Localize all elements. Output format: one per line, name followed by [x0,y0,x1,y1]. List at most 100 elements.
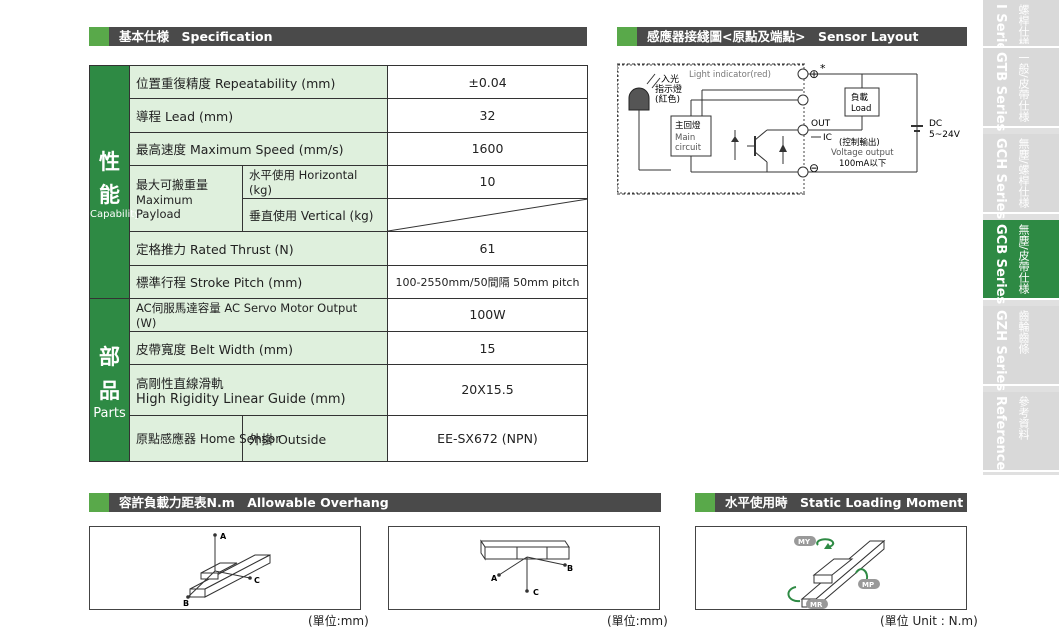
motor-value: 100W [387,297,588,333]
star-mark: * [820,62,826,75]
label-b: B [183,599,189,608]
table-row: 最大可搬重量 Maximum Payload 水平使用 Horizontal (… [90,164,588,233]
parts-side-label: 部 品 Parts [89,297,130,463]
tab-gcb-series[interactable]: GCB Series 無塵/皮帶仕様 [983,220,1059,305]
spec-section-header: 基本仕様 Specification [89,27,587,46]
section-marker [695,493,715,512]
load-en: Load [851,104,871,114]
minus-terminal: ⊖ [809,161,819,175]
guide-value: 20X15.5 [387,364,588,416]
payload-label-en: Maximum Payload [136,193,193,221]
label-c: C [254,576,260,585]
load-cn: 負載 [851,92,869,103]
label-c: C [533,588,539,597]
static-moment-figure: MY MP MR [787,536,886,609]
side-char: 能 [99,183,120,208]
spec-section-title: 基本仕様 Specification [119,29,273,44]
indicator-text: 指示燈 [655,83,682,95]
tab-label: GCB Series [993,224,1008,305]
static-section-header: 水平使用時 Static Loading Moment [695,493,967,512]
tab-label-cn: 參考資料 [1017,396,1030,440]
stroke-value: 100-2550mm/50間隔 50mm pitch [387,264,588,299]
repeatability-label: 位置重復精度 Repeatability (mm) [129,64,388,100]
overhang-diagram-left: A C B [89,526,361,610]
overhang-diagram-mid: B A C [388,526,660,610]
tab-gzh-series[interactable]: GZH Series 齒輪齒條 [983,306,1059,392]
tab-label-cn: 螺桿仕様 [1017,4,1030,44]
sensor-label: 原點感應器 Home Sensor [129,414,280,463]
section-marker [89,493,109,512]
side-en-label: Parts [93,406,126,422]
overhang-section-header: 容許負載力距表N.m Allowable Overhang [89,493,661,512]
dc-label: DC [929,119,942,129]
unit-mid: (單位:mm) [607,614,668,628]
control-output-label: (控制輸出) [839,137,880,148]
guide-label-cn: 高剛性直線滑軌 [136,375,224,391]
red-text: (紅色) [655,93,680,105]
sensor-wiring-diagram: 入光 指示燈 (紅色) Light indicator(red) 主回燈 Mai… [617,62,961,195]
overhang-mid-figure: B A C [480,539,573,597]
unit-right: (單位 Unit : N.m) [880,614,978,628]
tab-i-series[interactable]: I Series 螺桿仕様 [983,0,1059,59]
payload-horizontal-label: 水平使用 Horizontal (kg) [242,164,388,200]
tab-label: GZH Series [993,310,1008,392]
stroke-label: 標準行程 Stroke Pitch (mm) [129,264,388,299]
table-row: 標準行程 Stroke Pitch (mm) 100-2550mm/50間隔 5… [90,264,588,299]
current-label: 100mA以下 [839,159,887,169]
label-a: A [220,532,227,541]
speed-label: 最高速度 Maximum Speed (mm/s) [129,131,388,166]
label-a: A [491,574,498,583]
payload-label-cn: 最大可搬重量 [136,178,209,192]
incoming-light-text: 入光 [661,73,679,85]
table-row: 部 品 Parts AC伺服馬達容量 AC Servo Motor Output… [89,297,588,463]
table-row: 皮帶寬度 Belt Width (mm) 15 [90,330,588,366]
lead-value: 32 [387,98,588,133]
belt-value: 15 [387,330,588,366]
overhang-section-title: 容許負載力距表N.m Allowable Overhang [119,495,389,510]
main-circuit-en2: circuit [675,143,702,153]
main-circuit-cn: 主回燈 [675,120,701,131]
sensor-section-title: 感應器接綫圖<原點及端點> Sensor Layout [647,29,919,44]
side-char: 部 [99,345,120,370]
diagonal-slash [388,199,588,232]
guide-label: 高剛性直線滑軌 High Rigidity Linear Guide (mm) [129,364,388,416]
section-marker [89,27,109,46]
payload-horizontal-value: 10 [387,164,588,200]
table-row: 高剛性直線滑軌 High Rigidity Linear Guide (mm) … [90,364,588,416]
tab-gtb-series[interactable]: GTB Series 一般/皮帶仕様 [983,48,1059,131]
tab-gch-series[interactable]: GCH Series 無塵/螺桿仕様 [983,134,1059,220]
dc-range-label: 5~24V [929,130,961,140]
payload-label: 最大可搬重量 Maximum Payload [129,164,243,233]
tab-label: GCH Series [993,138,1008,220]
thrust-value: 61 [387,231,588,266]
payload-vertical-label: 垂直使用 Vertical (kg) [242,197,388,233]
table-row: 性 能 Capability 位置重復精度 Repeatability (mm)… [89,64,588,299]
side-char: 性 [99,150,120,175]
main-circuit-en1: Main [675,133,695,143]
spec-table: 性 能 Capability 位置重復精度 Repeatability (mm)… [89,64,588,463]
tab-label: Reference [993,396,1008,471]
tab-label-cn: 無塵/螺桿仕様 [1017,138,1030,208]
section-marker [617,27,637,46]
table-row: 最高速度 Maximum Speed (mm/s) 1600 [90,131,588,166]
tab-label-cn: 齒輪齒條 [1017,310,1030,354]
side-en-label: Capability [90,209,141,221]
tab-reference[interactable]: Reference 參考資料 [983,392,1059,472]
voltage-output-label: Voltage output [831,148,894,158]
ic-label: IC [823,133,832,143]
sensor-section-header: 感應器接綫圖<原點及端點> Sensor Layout [617,27,967,46]
belt-label: 皮帶寬度 Belt Width (mm) [129,330,388,366]
unit-left: (單位:mm) [308,614,369,628]
guide-label-en: High Rigidity Linear Guide (mm) [136,391,346,407]
static-section-title: 水平使用時 Static Loading Moment [725,495,964,510]
table-row: 原點感應器 Home Sensor 外掛 Outside EE-SX672 (N… [90,414,588,463]
speed-value: 1600 [387,131,588,166]
label-b: B [567,564,573,573]
table-row: 導程 Lead (mm) 32 [90,98,588,133]
side-char: 品 [99,379,120,404]
moment-my: MY [798,538,811,546]
repeatability-value: ±0.04 [387,64,588,100]
overhang-left-figure: A C B [183,532,271,608]
lead-label: 導程 Lead (mm) [129,98,388,133]
out-label: OUT [811,119,831,129]
